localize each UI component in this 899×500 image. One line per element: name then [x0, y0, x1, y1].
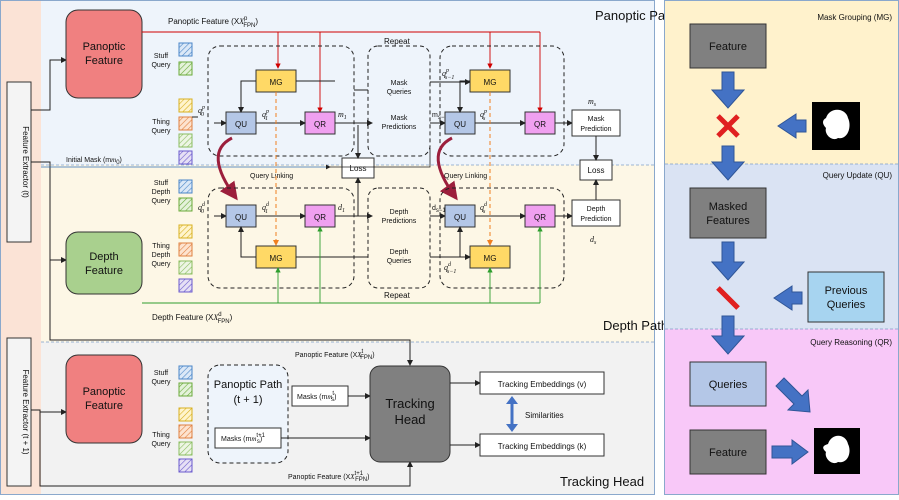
panoptic-stage-1	[207, 45, 355, 157]
feature-extractor-t1-label: Feature Extractor (t + 1)	[21, 369, 30, 454]
svg-text:MG: MG	[484, 254, 497, 263]
tracking-emb-v: Tracking Embeddings (v)	[498, 380, 587, 389]
panoptic-path-title: Panoptic Path	[595, 8, 676, 23]
tracking-head-bg	[41, 342, 654, 494]
svg-text:m1: m1	[338, 110, 347, 121]
svg-text:Feature: Feature	[709, 447, 747, 459]
tracking-head-title: Tracking Head	[560, 474, 644, 489]
panoptic-feature-box	[65, 9, 143, 99]
rp-feature-box-1	[689, 23, 767, 69]
stuff-query-token	[178, 42, 193, 57]
svg-text:QR: QR	[534, 120, 546, 129]
panoptic-feature-box-t1	[65, 354, 143, 444]
svg-text:qps: qps	[480, 109, 487, 122]
svg-text:ds: ds	[590, 235, 597, 246]
svg-text:QU: QU	[235, 120, 247, 129]
qu-title: Query Update (QU)	[823, 171, 893, 180]
query-linking-2: Query Linking	[444, 173, 487, 180]
svg-text:Loss: Loss	[588, 166, 605, 175]
qr-title: Query Reasoning (QR)	[810, 338, 892, 347]
panoptic-stage-s	[439, 45, 565, 157]
multiply-icon	[716, 114, 740, 138]
svg-text:ds−1: ds−1	[432, 205, 446, 214]
stuff-query-token	[178, 61, 193, 76]
svg-text:QR: QR	[314, 120, 326, 129]
mg-title: Mask Grouping (MG)	[817, 13, 892, 22]
depth-path-bg	[41, 165, 654, 342]
depth-stage-s	[439, 187, 565, 289]
svg-text:MG: MG	[270, 78, 283, 87]
svg-text:Loss: Loss	[350, 164, 367, 173]
depth-path-title: Depth Path	[603, 318, 668, 333]
svg-text:qd0: qd0	[198, 202, 206, 215]
similarities-label: Similarities	[525, 411, 564, 420]
svg-text:qds: qds	[480, 202, 488, 215]
svg-text:Queries: Queries	[709, 379, 748, 391]
repeat-bottom: Repeat	[384, 291, 411, 300]
feature-extractor-t-label: Feature Extractor (t)	[21, 126, 30, 198]
svg-text:QR: QR	[314, 213, 326, 222]
svg-text:ms: ms	[588, 97, 597, 108]
svg-text:QU: QU	[454, 213, 466, 222]
depth-stage-1	[207, 187, 355, 289]
feature-extractor-t1	[6, 337, 32, 487]
multiply-icon	[716, 286, 740, 310]
query-linking-1: Query Linking	[250, 173, 293, 180]
svg-text:d1: d1	[338, 203, 345, 214]
svg-text:MG: MG	[484, 78, 497, 87]
rp-feature-box-2	[689, 429, 767, 475]
tracking-emb-k: Tracking Embeddings (k)	[498, 442, 587, 451]
svg-text:QU: QU	[235, 213, 247, 222]
initial-mask-label: Initial Mask (mm0)	[66, 156, 122, 166]
svg-text:Feature: Feature	[709, 41, 747, 53]
svg-text:QR: QR	[534, 213, 546, 222]
svg-text:QU: QU	[454, 120, 466, 129]
rp-masked-features-box	[689, 187, 767, 239]
panoptic-path-bg	[41, 1, 654, 165]
svg-text:qd1: qd1	[262, 202, 270, 215]
previous-queries-box	[807, 271, 885, 323]
repeat-top: Repeat	[384, 37, 411, 46]
depth-feature-box	[65, 231, 143, 295]
svg-text:ms−1: ms−1	[432, 112, 448, 121]
panoptic-path-t1-label: Panoptic Path(t + 1)	[214, 379, 283, 406]
tracking-head-box	[369, 365, 451, 463]
rp-queries-box	[689, 361, 767, 407]
svg-text:MG: MG	[270, 254, 283, 263]
svg-text:qp0: qp0	[198, 105, 205, 118]
svg-text:qp1: qp1	[262, 109, 269, 122]
